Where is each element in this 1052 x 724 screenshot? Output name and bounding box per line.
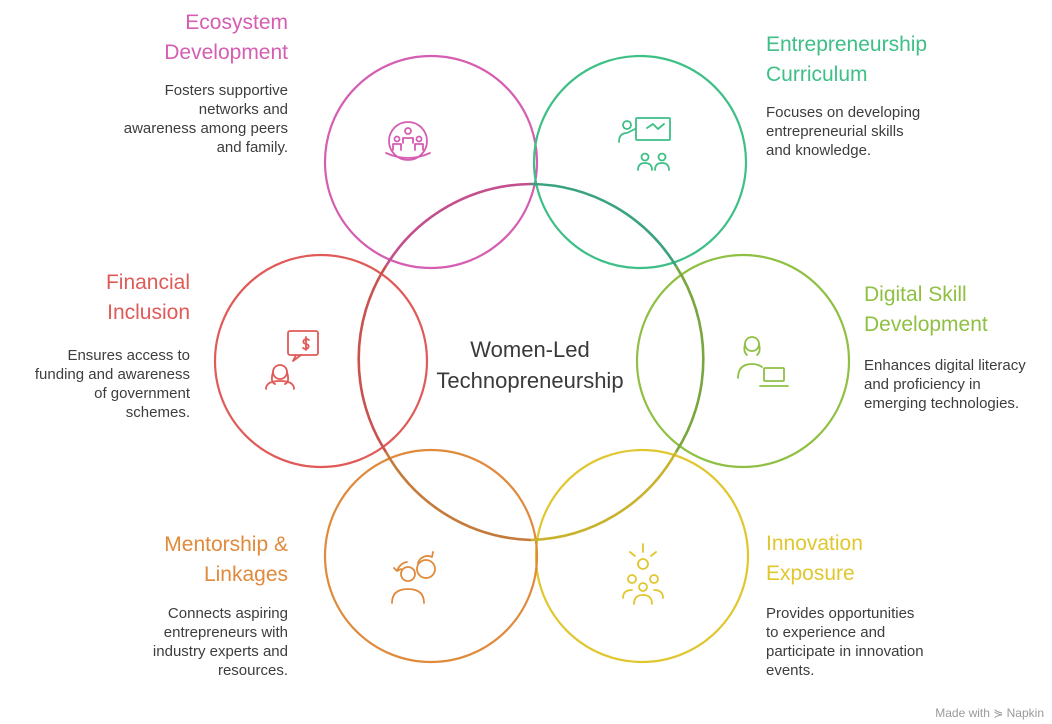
circle-innovation [534,448,750,664]
ecosystem-description: Fosters supportive networks and awarenes… [123,82,288,156]
innovation-description: Provides opportunities to experience and… [766,605,924,679]
group-idea-icon [622,543,664,605]
circle-mentorship [323,448,539,664]
financial-title: Financial Inclusion [105,271,190,324]
center-circle [357,182,705,542]
woman-money-icon [265,330,319,390]
mentor-exchange-icon [391,551,436,604]
teacher-presentation-icon [618,117,671,171]
innovation-title: Innovation Exposure [766,532,863,585]
mentorship-title: Mentorship & Linkages [164,533,288,586]
watermark: Made with ⋟ Napkin [935,706,1044,720]
digital-title: Digital Skill Development [864,283,988,336]
financial-description: Ensures access to funding and awareness … [34,347,190,421]
curriculum-title: Entrepreneurship Curriculum [766,33,928,86]
circle-curriculum [532,54,748,270]
circle-digital [635,253,851,469]
woman-laptop-icon [737,336,789,387]
curriculum-description: Focuses on developing entrepreneurial sk… [766,104,921,159]
circle-financial [213,253,429,469]
digital-description: Enhances digital literacy and proficienc… [864,357,1026,412]
mentorship-description: Connects aspiring entrepreneurs with ind… [152,605,288,679]
center-label: Women-Led Technopreneurship [436,337,624,393]
circle-ecosystem [323,54,539,270]
ecosystem-title: Ecosystem Development [164,11,288,64]
community-globe-icon [385,121,431,161]
